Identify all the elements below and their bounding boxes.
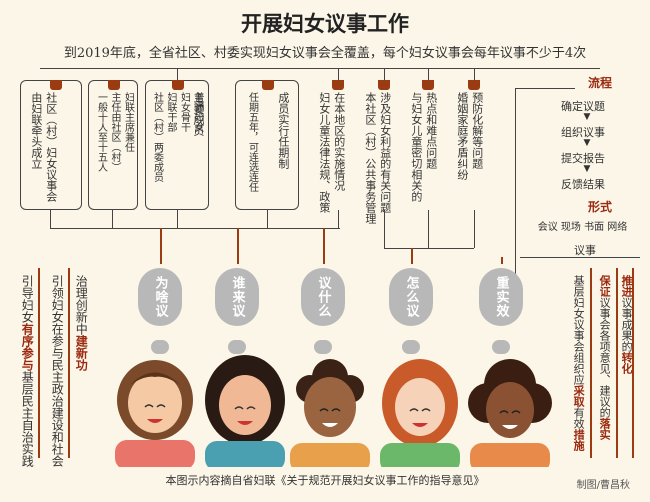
step-2: 组织议事 <box>561 126 605 139</box>
topic-3: 热点和难点问题 与妇女儿童密切相关的 <box>409 92 438 202</box>
purpose-2a: 治理创新中建新功 <box>74 275 89 371</box>
peg <box>422 80 434 90</box>
purpose-2b: 引领妇女在参与民主政治建设和社会 <box>50 275 65 467</box>
credit: 制图/曹昌秋 <box>576 480 630 491</box>
connector <box>515 88 517 283</box>
bubble-what: 议什么 <box>301 268 345 326</box>
step-3: 提交报告 <box>561 152 605 165</box>
who-connector <box>50 228 340 230</box>
connector <box>384 68 386 80</box>
effect-2: 保证议事会各项意见、建议的落实 <box>598 275 612 440</box>
connector <box>411 248 413 264</box>
connector <box>384 248 474 250</box>
connector <box>237 228 239 264</box>
connector <box>177 210 179 228</box>
page-title: 开展妇女议事工作 <box>241 12 409 36</box>
connector <box>338 68 340 80</box>
peg <box>108 80 120 90</box>
peg <box>172 80 184 90</box>
connector <box>428 210 430 248</box>
woman-5-figure <box>468 359 552 467</box>
bubble-who: 谁来议 <box>215 268 259 326</box>
bubble-tail <box>151 340 169 354</box>
connector <box>338 210 340 228</box>
bubble-tail <box>492 340 510 354</box>
connector <box>177 68 179 80</box>
connector <box>323 228 325 264</box>
connector <box>68 268 70 458</box>
connector <box>112 210 114 228</box>
form-label: 形式 <box>587 200 612 214</box>
effect-1: 基层妇女议事会组织应采取有效措施 <box>572 275 586 451</box>
connector <box>474 68 476 80</box>
process-result: 议事 <box>574 244 596 257</box>
who-col3: 主要成员 <box>191 92 205 136</box>
bubble-why: 为啥议 <box>138 268 182 326</box>
bubble-effect: 重实效 <box>479 268 523 326</box>
connector <box>474 210 476 248</box>
connector <box>50 210 52 228</box>
topic-1: 在本地区的实施情况 妇女儿童法律法规、政策 <box>317 92 346 213</box>
woman-4-figure <box>380 359 460 467</box>
peg <box>262 80 274 90</box>
who-col5: 成员实行任期制 <box>276 92 290 169</box>
bubble-tail <box>402 340 420 354</box>
connector <box>632 268 634 458</box>
topic-4: 预防化解等问题 婚姻家庭矛盾纠纷 <box>455 92 484 180</box>
process-label: 流程 <box>587 76 612 90</box>
subtitle: 到2019年底，全省社区、村委实现妇女议事会全覆盖，每个妇女议事会每年议事不少于… <box>63 46 587 61</box>
footer-note: 本图示内容摘自省妇联《关于规范开展妇女议事工作的指导意见》 <box>165 474 485 487</box>
connector <box>160 228 162 264</box>
connector <box>616 268 618 458</box>
top-rail <box>40 68 600 70</box>
step-4: 反馈结果 <box>561 178 605 191</box>
bubble-how: 怎么议 <box>389 268 433 326</box>
bubble-tail <box>228 340 246 354</box>
who-col4: 普通妇女 妇女骨干 妇联干部 社区（村）两委成员 <box>151 92 204 182</box>
topic-2: 涉及妇女利益的有关问题 本社区（村）公共事务管理 <box>363 92 392 224</box>
connector <box>384 210 386 248</box>
arrow-down-icon: ▼ <box>583 138 591 148</box>
purpose-1: 引导妇女有序参与基层民主自治实践 <box>20 275 35 467</box>
connector <box>515 88 575 90</box>
arrow-down-icon: ▼ <box>583 112 591 122</box>
step-1: 确定议题 <box>561 100 605 113</box>
bubble-tail <box>314 340 332 354</box>
woman-1-figure <box>115 360 195 467</box>
connector <box>267 210 269 228</box>
effect-3: 推进议事成果的转化 <box>620 275 634 374</box>
peg <box>332 80 344 90</box>
women-illustration <box>115 355 552 467</box>
who-col6: 任期五年，可连选连任 <box>246 92 258 192</box>
connector <box>590 268 592 458</box>
peg <box>50 80 62 90</box>
arrow-down-icon: ▼ <box>583 164 591 174</box>
who-col1: 社区（村）妇女议事会 由妇联牵头成立 <box>29 92 58 202</box>
connector <box>520 257 640 259</box>
woman-3-figure <box>290 359 370 467</box>
peg <box>468 80 480 90</box>
who-col2: 妇联主席兼任 主任由社区（村） 一般十人至十五人 <box>95 92 134 172</box>
woman-2-figure <box>205 355 285 467</box>
connector <box>428 68 430 80</box>
forms: 会议 现场 书面 网络 <box>537 222 628 233</box>
connector <box>38 268 40 458</box>
peg <box>378 80 390 90</box>
connector <box>501 257 503 264</box>
